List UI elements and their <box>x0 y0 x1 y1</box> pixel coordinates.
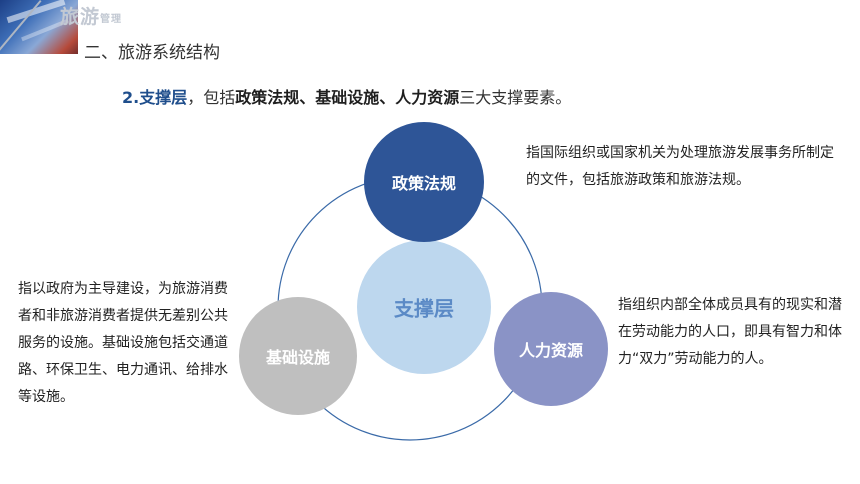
subtitle-key-terms: 政策法规、基础设施、人力资源 <box>235 88 460 107</box>
subtitle-prefix: 2.支撑层 <box>122 88 188 107</box>
infrastructure-description: 指以政府为主导建设，为旅游消费者和非旅游消费者提供无差别公共服务的设施。基础设施… <box>18 281 228 405</box>
header-banner-image <box>0 0 78 56</box>
logo-text: 旅游 <box>60 6 101 28</box>
subtitle-suffix: 三大支撑要素。 <box>459 88 572 107</box>
infrastructure-circle <box>239 297 357 415</box>
center-circle <box>357 240 491 374</box>
subtitle-middle: ，包括 <box>187 88 236 107</box>
subtitle: 2.支撑层，包括政策法规、基础设施、人力资源三大支撑要素。 <box>122 84 571 108</box>
policy-label: 政策法规 <box>391 174 457 193</box>
human-resources-description: 指组织内部全体成员具有的现实和潜在劳动能力的人口，即具有智力和体力“双力”劳动能… <box>618 297 842 367</box>
human-resources-circle <box>494 292 608 406</box>
policy-description: 指国际组织或国家机关为处理旅游发展事务所制定的文件，包括旅游政策和旅游法规。 <box>526 145 834 188</box>
header-underline <box>0 54 78 56</box>
logo: 旅游管理 <box>60 2 122 29</box>
infrastructure-label: 基础设施 <box>265 348 331 367</box>
policy-circle <box>364 122 484 242</box>
section-title: 二、旅游系统结构 <box>84 43 220 63</box>
human-resources-label: 人力资源 <box>518 341 584 360</box>
center-label: 支撑层 <box>394 296 454 321</box>
logo-small-text: 管理 <box>100 14 123 25</box>
